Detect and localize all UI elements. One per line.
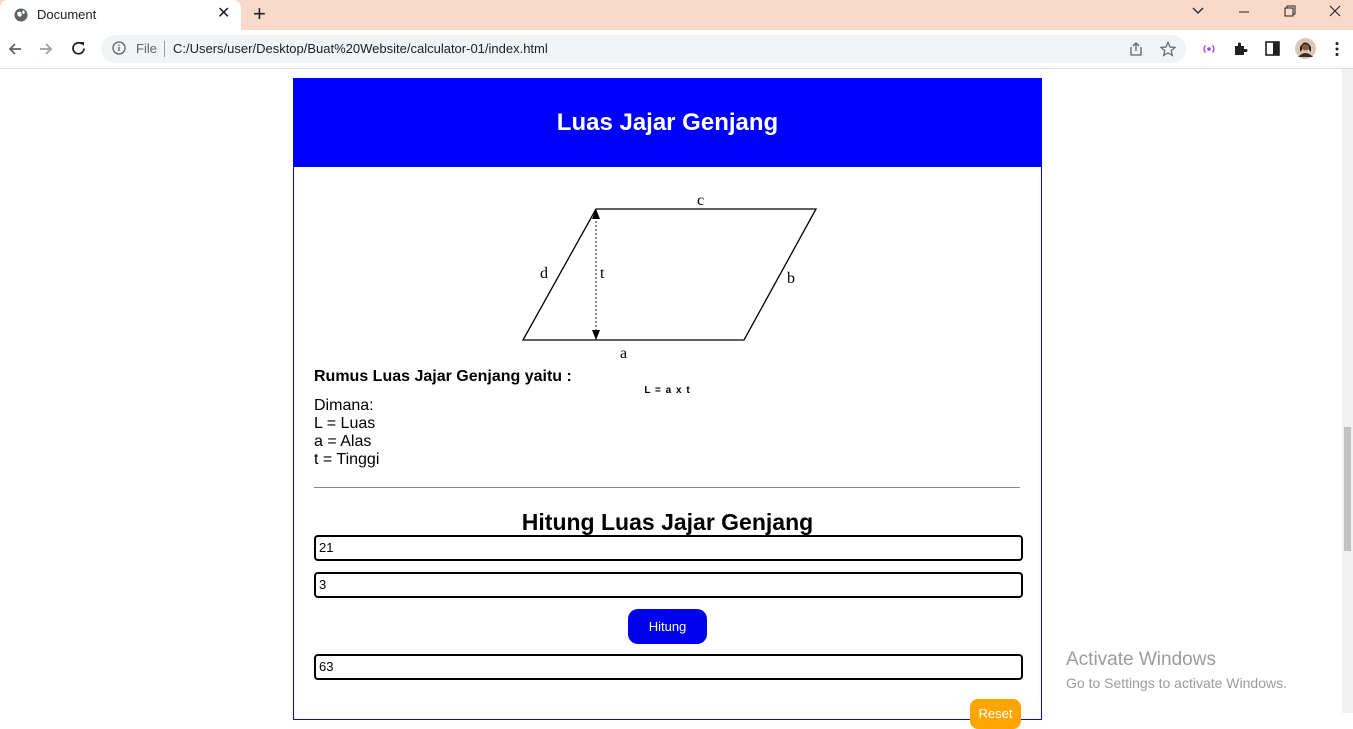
- formula-legend: Dimana: L = Luas a = Alas t = Tinggi: [314, 397, 379, 469]
- label-c: c: [697, 192, 704, 209]
- tab-document[interactable]: Document ✕: [0, 0, 241, 30]
- url-text[interactable]: C:/Users/user/Desktop/Buat%20Website/cal…: [173, 41, 548, 56]
- address-bar[interactable]: File C:/Users/user/Desktop/Buat%20Websit…: [101, 35, 1186, 63]
- restore-button[interactable]: [1284, 5, 1296, 17]
- tinggi-input[interactable]: 3: [314, 572, 1023, 598]
- minimize-button[interactable]: [1238, 6, 1250, 18]
- calculator-title: Hitung Luas Jajar Genjang: [521, 509, 814, 535]
- extensions-puzzle-icon[interactable]: [1233, 41, 1249, 57]
- address-separator: [164, 41, 165, 57]
- tab-title: Document: [37, 7, 97, 22]
- tab-bar: Document ✕ +: [0, 0, 1353, 30]
- back-arrow-icon[interactable]: [7, 41, 23, 57]
- browser-toolbar: File C:/Users/user/Desktop/Buat%20Websit…: [0, 30, 1353, 69]
- bookmark-star-icon[interactable]: [1160, 41, 1176, 57]
- forward-arrow-icon[interactable]: [38, 41, 54, 57]
- tab-close-button[interactable]: ✕: [217, 5, 231, 22]
- page-title: Luas Jajar Genjang: [556, 109, 779, 136]
- window-close-button[interactable]: [1329, 5, 1341, 17]
- legend-item: a = Alas: [314, 433, 372, 450]
- label-t: t: [600, 265, 605, 282]
- scrollbar-thumb[interactable]: [1344, 427, 1351, 551]
- formula-text: L = a x t: [644, 385, 691, 396]
- reload-icon[interactable]: [70, 40, 87, 57]
- label-b: b: [787, 270, 795, 287]
- new-tab-button[interactable]: +: [253, 1, 266, 26]
- share-icon[interactable]: [1128, 41, 1144, 57]
- profile-avatar[interactable]: [1295, 38, 1316, 59]
- reset-button[interactable]: Reset: [970, 699, 1021, 729]
- parallelogram-diagram: c d t b a: [521, 192, 818, 362]
- watermark-subtitle: Go to Settings to activate Windows.: [1066, 675, 1287, 691]
- section-divider: [314, 487, 1020, 488]
- side-panel-icon[interactable]: [1265, 41, 1280, 56]
- menu-kebab-icon[interactable]: [1334, 41, 1340, 57]
- media-broadcast-icon[interactable]: [1201, 43, 1217, 55]
- card-header: Luas Jajar Genjang: [294, 79, 1041, 167]
- hitung-button[interactable]: Hitung: [628, 609, 707, 644]
- formula-heading: Rumus Luas Jajar Genjang yaitu :: [314, 368, 572, 385]
- legend-item: L = Luas: [314, 415, 376, 432]
- legend-dimana: Dimana:: [314, 397, 374, 414]
- globe-icon: [14, 8, 28, 22]
- file-label: File: [136, 41, 157, 56]
- legend-item: t = Tinggi: [314, 451, 380, 468]
- result-field: 63: [314, 654, 1023, 680]
- activate-windows-watermark: Activate Windows Go to Settings to activ…: [1066, 649, 1287, 691]
- page-scrollbar[interactable]: [1342, 69, 1353, 713]
- info-icon[interactable]: [112, 41, 126, 55]
- label-a: a: [620, 345, 627, 362]
- alas-input[interactable]: 21: [314, 535, 1023, 561]
- chevron-down-icon[interactable]: [1191, 5, 1205, 17]
- label-d: d: [540, 265, 548, 282]
- calculator-card: Luas Jajar Genjang c d t b a Rumus Luas …: [293, 78, 1042, 729]
- watermark-title: Activate Windows: [1066, 649, 1216, 670]
